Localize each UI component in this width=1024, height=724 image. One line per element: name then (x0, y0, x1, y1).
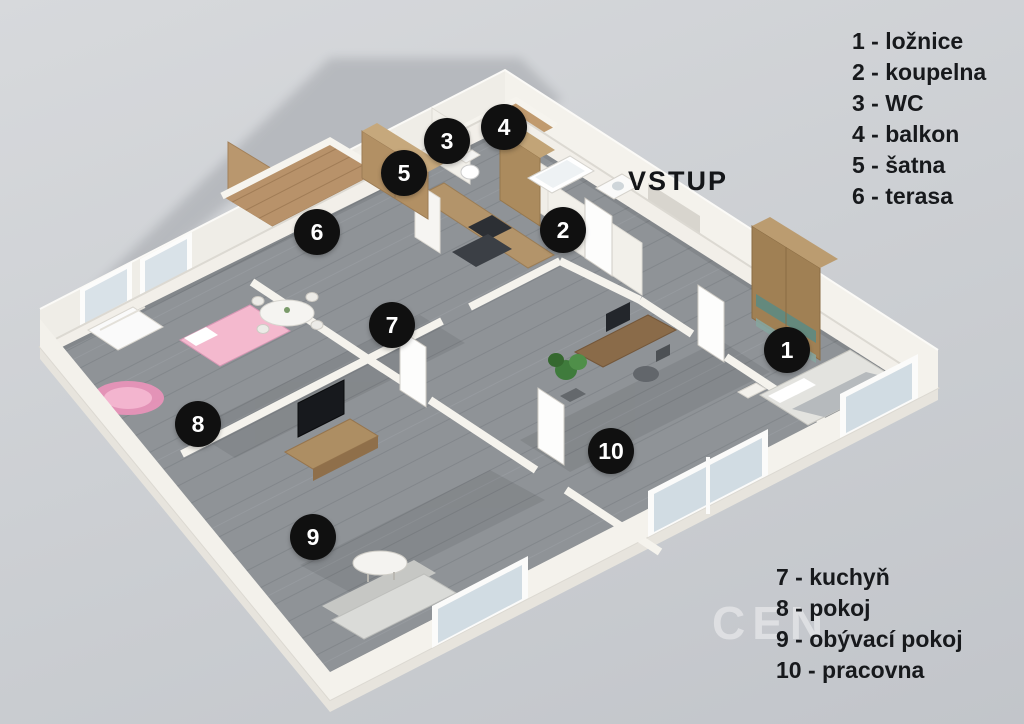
room-marker-3: 3 (424, 118, 470, 164)
legend-item-5: 5 - šatna (852, 152, 946, 178)
bathroom-fixtures (457, 149, 642, 200)
room-marker-1: 1 (764, 327, 810, 373)
legend-item-6: 6 - terasa (852, 183, 954, 209)
room-marker-6: 6 (294, 209, 340, 255)
legend-item-2: 2 - koupelna (852, 59, 987, 85)
room-marker-number: 7 (385, 311, 399, 338)
room-marker-number: 4 (497, 113, 511, 140)
room-marker-number: 3 (440, 127, 454, 154)
room-marker-number: 5 (397, 159, 411, 186)
doors (399, 197, 725, 466)
living-room-furniture (283, 379, 458, 640)
back-windows (80, 232, 192, 327)
room-marker-number: 6 (310, 218, 324, 245)
legend-item-3: 3 - WC (852, 90, 924, 116)
bedroom-furniture (736, 217, 900, 426)
legend-bottom: 7 - kuchyň 8 - pokoj 9 - obývací pokoj 1… (776, 562, 963, 686)
room-marker-10: 10 (588, 428, 634, 474)
legend-item-7: 7 - kuchyň (776, 564, 890, 590)
front-walls (40, 319, 938, 700)
legend-item-1: 1 - ložnice (852, 28, 964, 54)
legend-item-4: 4 - balkon (852, 121, 960, 147)
room-marker-number: 1 (780, 336, 794, 363)
legend-item-9: 9 - obývací pokoj (776, 626, 963, 652)
room-marker-7: 7 (369, 302, 415, 348)
front-windows (432, 354, 918, 648)
dining-set (251, 292, 324, 334)
room-marker-5: 5 (381, 150, 427, 196)
legend-top: 1 - ložnice 2 - koupelna 3 - WC 4 - balk… (852, 26, 986, 212)
watermark: CEN (712, 597, 831, 649)
room-marker-number: 2 (556, 216, 570, 243)
room-marker-4: 4 (481, 104, 527, 150)
room-marker-number: 8 (191, 410, 205, 437)
room-marker-2: 2 (540, 207, 586, 253)
room-marker-8: 8 (175, 401, 221, 447)
entrance-label: VSTUP (628, 166, 729, 196)
room-marker-number: 9 (306, 523, 320, 550)
legend-item-8: 8 - pokoj (776, 595, 871, 621)
office-furniture (548, 302, 678, 402)
room-marker-9: 9 (290, 514, 336, 560)
legend-item-10: 10 - pracovna (776, 657, 925, 683)
room-marker-number: 10 (598, 437, 624, 464)
